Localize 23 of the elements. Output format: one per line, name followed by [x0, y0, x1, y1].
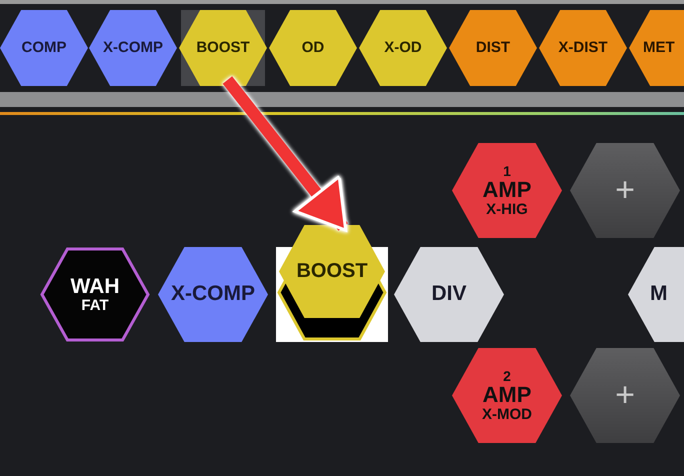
- block-label: DIST: [476, 40, 510, 56]
- block-label: DIV: [431, 283, 466, 306]
- block-label: X-COMP: [103, 40, 163, 56]
- arrow: [222, 76, 348, 232]
- add-sign: +: [615, 172, 635, 208]
- block-label: COMP: [22, 40, 66, 56]
- block-label: X-DIST: [558, 40, 608, 56]
- block-label: BOOST: [296, 261, 368, 282]
- slot-number: 1: [503, 164, 511, 178]
- block-label: OD: [302, 40, 324, 56]
- block-label: X-OD: [384, 40, 422, 56]
- block-label: MET: [643, 40, 675, 56]
- block-label: X-COMP: [171, 283, 255, 306]
- block-label: M: [650, 283, 668, 306]
- block-label: AMP: [482, 178, 532, 202]
- block-label: BOOST: [196, 40, 250, 56]
- block-label: X-MOD: [482, 406, 532, 422]
- block-label: FAT: [81, 298, 109, 314]
- block-label: WAH: [70, 276, 120, 298]
- block-label: X-HIG: [486, 202, 528, 218]
- block-label: AMP: [482, 383, 532, 407]
- add-sign: +: [615, 378, 635, 414]
- slot-number: 2: [503, 368, 511, 384]
